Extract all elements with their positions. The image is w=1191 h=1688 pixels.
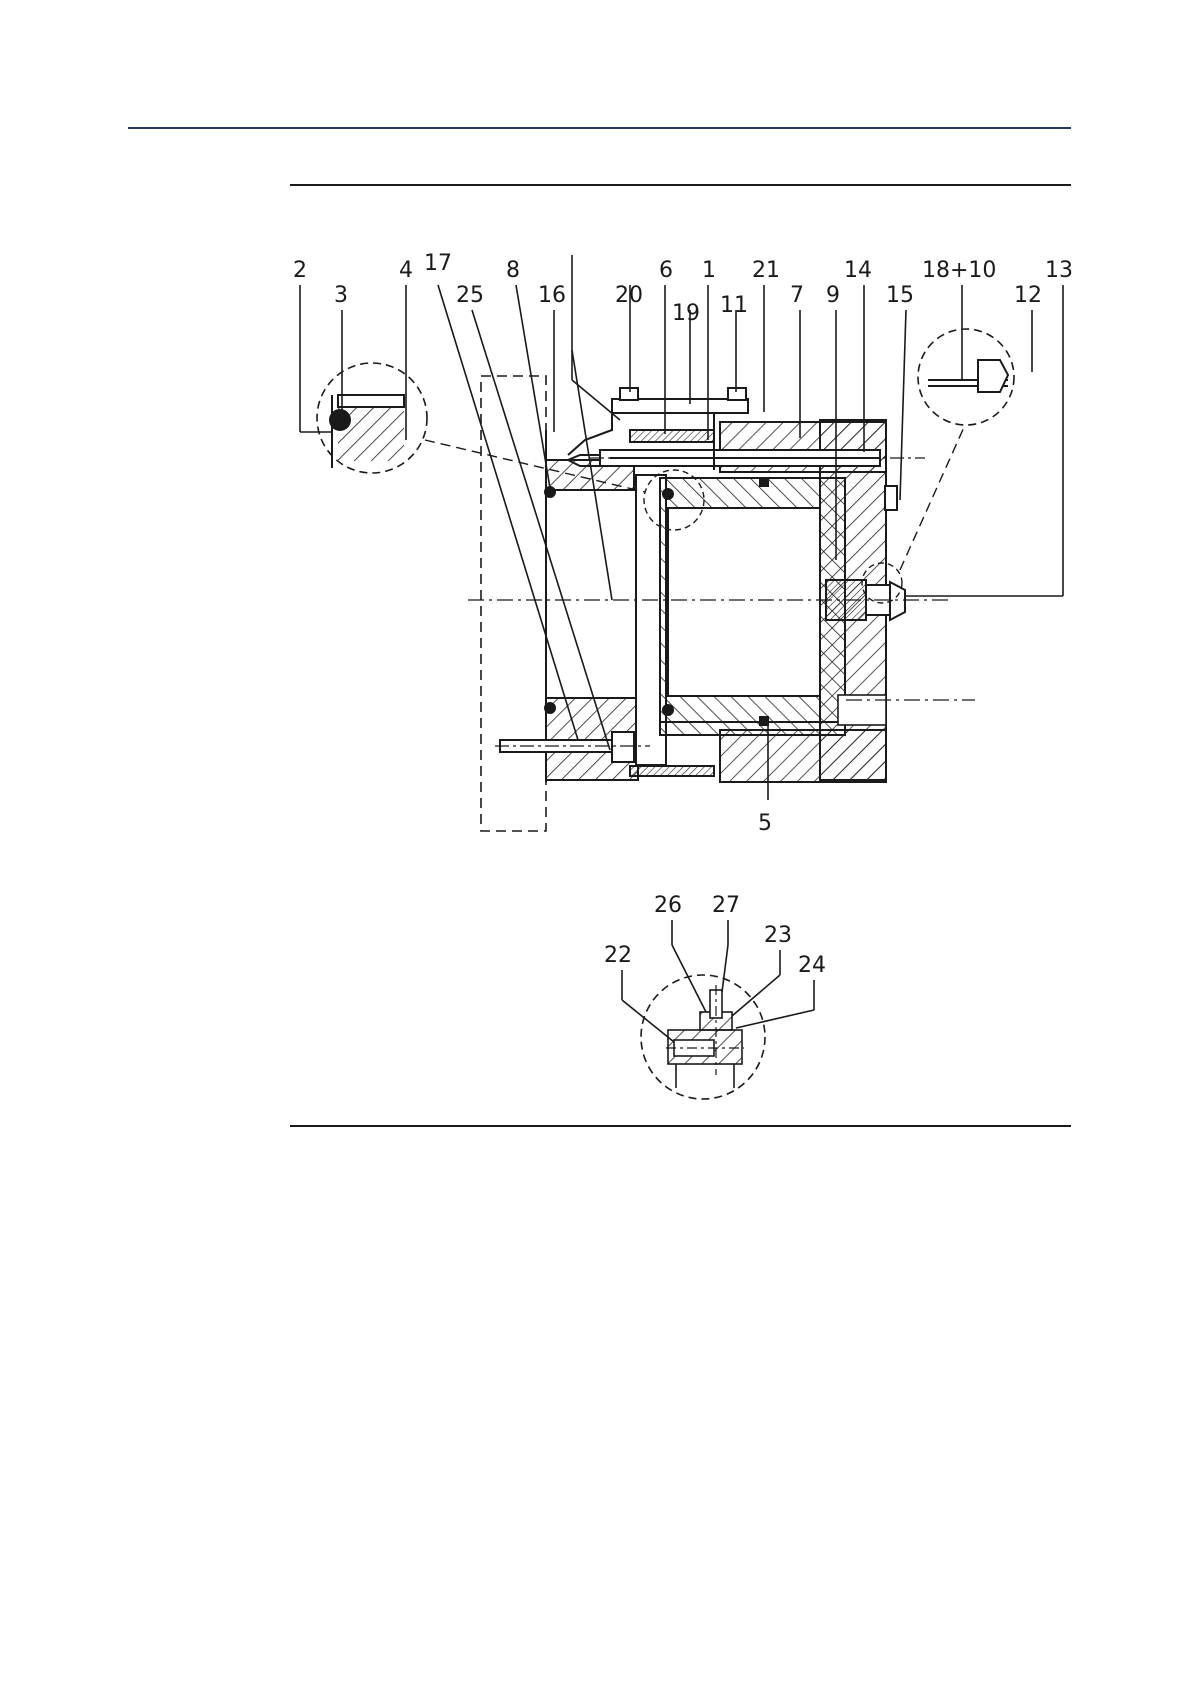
callout-20: 20 xyxy=(615,283,643,308)
callout-1: 1 xyxy=(702,258,716,283)
callout-26: 26 xyxy=(654,893,682,918)
cylinder-bore xyxy=(668,508,820,696)
callout-16: 16 xyxy=(538,283,566,308)
callout-5: 5 xyxy=(758,811,772,836)
detail-callout-labels: 22 26 27 23 24 xyxy=(604,893,826,978)
callout-9: 9 xyxy=(826,283,840,308)
callout-4: 4 xyxy=(399,258,413,283)
callout-11: 11 xyxy=(720,293,748,318)
callout-21: 21 xyxy=(752,258,780,283)
callout-22: 22 xyxy=(604,943,632,968)
callout-25: 25 xyxy=(456,283,484,308)
callout-8: 8 xyxy=(506,258,520,283)
callout-24: 24 xyxy=(798,953,826,978)
callout-6: 6 xyxy=(659,258,673,283)
callout-7: 7 xyxy=(790,283,804,308)
callout-2: 2 xyxy=(293,258,307,283)
callout-18-10: 18+10 xyxy=(922,258,996,283)
callout-19: 19 xyxy=(672,301,700,326)
callout-27: 27 xyxy=(712,893,740,918)
o-ring xyxy=(545,487,555,497)
callout-15: 15 xyxy=(886,283,914,308)
callout-17: 17 xyxy=(424,251,452,276)
callout-3: 3 xyxy=(334,283,348,308)
callout-12: 12 xyxy=(1014,283,1042,308)
callout-13: 13 xyxy=(1045,258,1073,283)
callout-23: 23 xyxy=(764,923,792,948)
callout-14: 14 xyxy=(844,258,872,283)
top-cover-plate xyxy=(612,399,748,413)
